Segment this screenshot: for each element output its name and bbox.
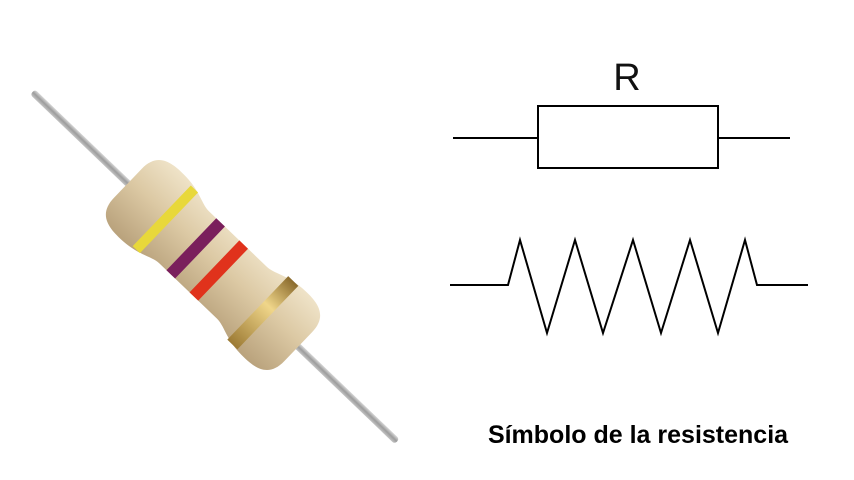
- caption: Símbolo de la resistencia: [488, 421, 789, 449]
- band-purple: [166, 218, 225, 279]
- resistor-body: [105, 160, 321, 370]
- band-yellow: [132, 185, 199, 254]
- lead-right: [291, 339, 399, 443]
- lead-left: [31, 90, 135, 191]
- symbol-label-r: R: [613, 57, 640, 99]
- band-gold: [227, 276, 299, 350]
- resistor-symbol-box: [453, 105, 790, 169]
- band-red: [189, 240, 249, 301]
- resistor-photo: [31, 90, 399, 443]
- resistor-symbol-zigzag: [450, 236, 808, 337]
